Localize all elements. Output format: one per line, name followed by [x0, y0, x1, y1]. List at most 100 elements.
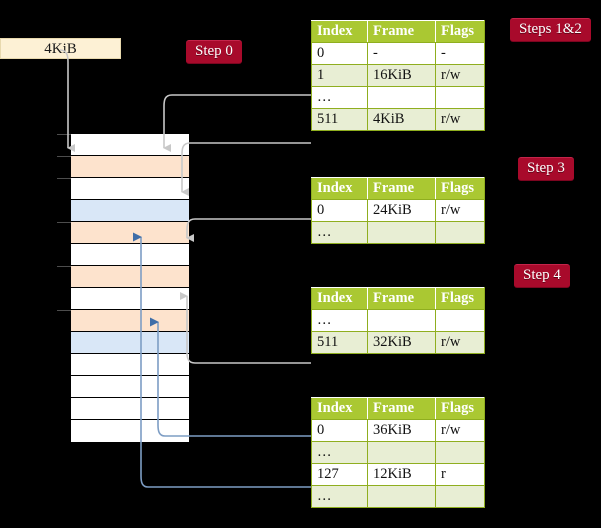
- table-row: …: [311, 221, 485, 244]
- badge-steps-1-2: Steps 1&2: [510, 18, 591, 42]
- table-cell: …: [311, 485, 368, 508]
- table-row: 0--: [311, 42, 485, 65]
- table-cell: [435, 86, 485, 109]
- table-cell: -: [435, 42, 485, 65]
- wire-table1-row0-to-memory: [186, 218, 311, 242]
- table-cell: 511: [311, 108, 368, 131]
- memory-row-tick: [57, 134, 71, 135]
- column-header-frame: Frame: [367, 177, 436, 200]
- table-cell: …: [311, 441, 368, 464]
- table-cell: [435, 221, 485, 244]
- table-cell: 0: [311, 42, 368, 65]
- table-cell: r: [435, 463, 485, 486]
- memory-row: [71, 398, 189, 420]
- table-row: …: [311, 441, 485, 464]
- column-header-index: Index: [311, 177, 368, 200]
- memory-row: [57, 178, 189, 200]
- table-cell: [367, 221, 436, 244]
- table-row: …: [311, 86, 485, 109]
- memory-row: [57, 134, 189, 156]
- table-cell: …: [311, 221, 368, 244]
- memory-row: [71, 332, 189, 354]
- table-cell: [367, 441, 436, 464]
- table-cell: 24KiB: [367, 199, 436, 222]
- memory-row: [71, 244, 189, 266]
- column-header-frame: Frame: [367, 287, 436, 310]
- column-header-flags: Flags: [435, 20, 485, 43]
- table-cell: …: [311, 309, 368, 332]
- table-cell: 12KiB: [367, 463, 436, 486]
- table-cell: r/w: [435, 64, 485, 87]
- memory-row-tick: [57, 310, 71, 311]
- column-header-flags: Flags: [435, 287, 485, 310]
- table-cell: 127: [311, 463, 368, 486]
- highlighted-value: 4KiB: [373, 111, 405, 127]
- table-cell: 4KiB: [367, 108, 436, 131]
- table-cell: 32KiB: [367, 331, 436, 354]
- column-header-index: Index: [311, 287, 368, 310]
- memory-row: [71, 354, 189, 376]
- table-row: 511 4KiB r/w: [311, 108, 485, 131]
- memory-row: [57, 310, 189, 332]
- memory-row: [57, 156, 189, 178]
- source-frame-box: 4KiB: [0, 38, 121, 59]
- table-row: …: [311, 309, 485, 332]
- table-cell: 511: [311, 331, 368, 354]
- table-cell: -: [367, 42, 436, 65]
- column-header-index: Index: [311, 397, 368, 420]
- wire-table2-row511-to-memory: [180, 292, 311, 364]
- table-cell: 36KiB: [367, 419, 436, 442]
- table-cell: [435, 485, 485, 508]
- wire-table0-row511-to-memory: [181, 142, 311, 196]
- table-cell: r/w: [435, 108, 485, 131]
- table-cell: [367, 86, 436, 109]
- source-frame-label: 4KiB: [44, 41, 77, 57]
- memory-row: [71, 420, 189, 442]
- memory-row: [57, 222, 189, 244]
- table-cell: 0: [311, 199, 368, 222]
- highlighted-value: r/w: [441, 111, 461, 127]
- memory-row-tick: [57, 156, 71, 157]
- table-cell: [435, 309, 485, 332]
- table-row: …: [311, 485, 485, 508]
- table-cell: …: [311, 86, 368, 109]
- column-header-index: Index: [311, 20, 368, 43]
- memory-row-tick: [57, 178, 71, 179]
- memory-row: [71, 288, 189, 310]
- badge-step-4: Step 4: [514, 264, 570, 288]
- table-cell: 0: [311, 419, 368, 442]
- memory-row: [71, 200, 189, 222]
- physical-memory-column: [57, 133, 190, 442]
- column-header-flags: Flags: [435, 397, 485, 420]
- table-cell: r/w: [435, 199, 485, 222]
- memory-row: [57, 266, 189, 288]
- table-cell: r/w: [435, 331, 485, 354]
- column-header-frame: Frame: [367, 397, 436, 420]
- memory-row-tick: [57, 222, 71, 223]
- column-header-frame: Frame: [367, 20, 436, 43]
- column-header-flags: Flags: [435, 177, 485, 200]
- table-cell: 16KiB: [367, 64, 436, 87]
- memory-row: [71, 376, 189, 398]
- table-cell: [367, 485, 436, 508]
- badge-step-0: Step 0: [186, 40, 242, 64]
- table-cell: [435, 441, 485, 464]
- memory-row-tick: [57, 266, 71, 267]
- table-cell: [367, 309, 436, 332]
- table-cell: 1: [311, 64, 368, 87]
- table-cell: r/w: [435, 419, 485, 442]
